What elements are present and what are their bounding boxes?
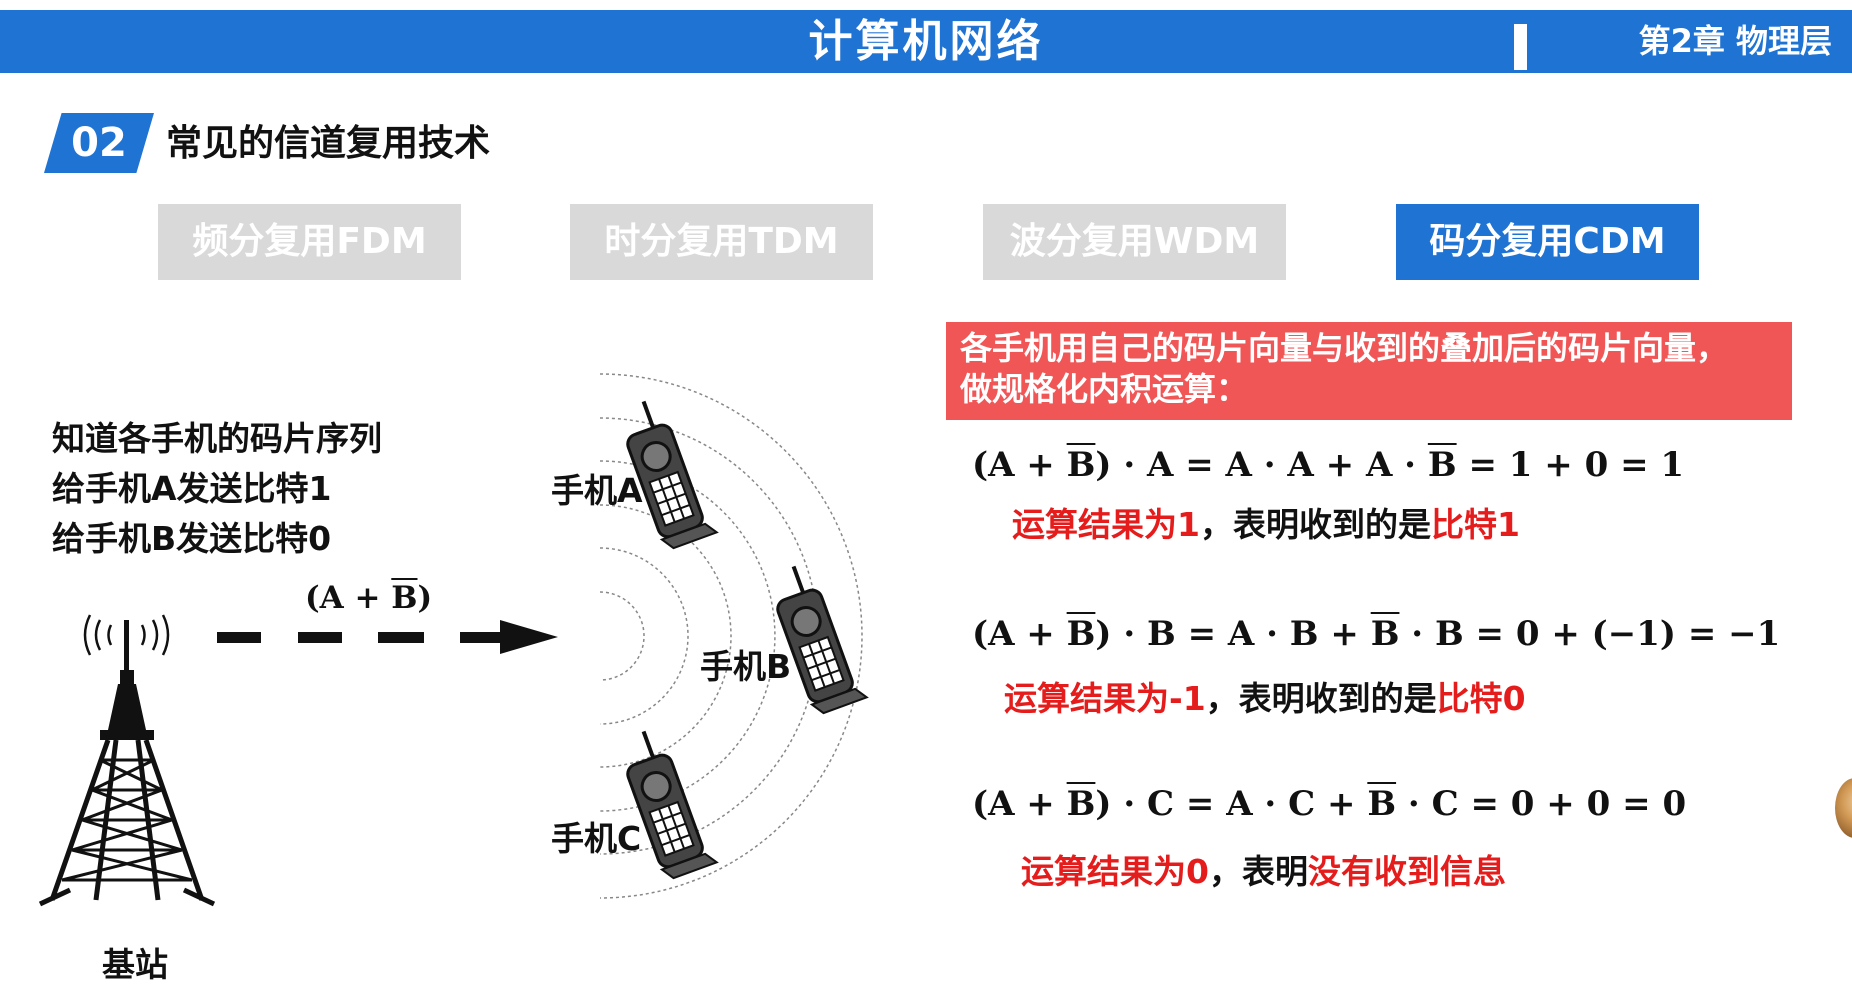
formula-c: (A + B) · C = A · C + B · C = 0 + 0 = 0 xyxy=(972,784,1687,824)
base-station-tower-icon xyxy=(38,614,216,907)
corner-decoration xyxy=(1835,778,1852,838)
left-line-2: 给手机A发送比特1 xyxy=(52,469,332,508)
result-b: 运算结果为-1，表明收到的是比特0 xyxy=(1004,679,1526,718)
formula-a: (A + B) · A = A · A + A · B = 1 + 0 = 1 xyxy=(972,445,1685,485)
left-description: 知道各手机的码片序列 给手机A发送比特1 给手机B发送比特0 xyxy=(52,414,382,564)
info-box-line-2: 做规格化内积运算： xyxy=(960,370,1249,408)
phone-c-label: 手机C xyxy=(551,819,642,858)
tab-tdm[interactable]: 时分复用TDM xyxy=(570,204,873,280)
phone-a-label: 手机A xyxy=(551,471,643,510)
formula-b: (A + B) · B = A · B + B · B = 0 + (−1) =… xyxy=(972,614,1781,654)
tab-cdm[interactable]: 码分复用CDM xyxy=(1396,204,1699,280)
tab-wdm[interactable]: 波分复用WDM xyxy=(983,204,1286,280)
left-line-1: 知道各手机的码片序列 xyxy=(52,419,382,458)
signal-label: (A + B) xyxy=(305,580,433,616)
result-a: 运算结果为1，表明收到的是比特1 xyxy=(1012,505,1520,544)
phone-b-icon xyxy=(776,565,869,715)
header-title: 计算机网络 xyxy=(808,16,1044,67)
header-chapter: 第2章 物理层 xyxy=(1638,22,1832,60)
header-bar: 计算机网络 第2章 物理层 xyxy=(0,10,1852,73)
section-title: 常见的信道复用技术 xyxy=(166,123,491,164)
left-line-3: 给手机B发送比特0 xyxy=(52,519,332,558)
base-station-label: 基站 xyxy=(102,945,168,984)
result-c: 运算结果为0，表明没有收到信息 xyxy=(1021,852,1506,891)
info-box-line-1: 各手机用自己的码片向量与收到的叠加后的码片向量， xyxy=(960,329,1729,367)
signal-arrow xyxy=(217,620,558,654)
tab-fdm[interactable]: 频分复用FDM xyxy=(158,204,461,280)
section-number-badge: 02 xyxy=(44,113,154,173)
header-divider xyxy=(1514,24,1527,70)
phone-b-label: 手机B xyxy=(700,647,792,686)
info-box: 各手机用自己的码片向量与收到的叠加后的码片向量， 做规格化内积运算： xyxy=(946,322,1792,420)
